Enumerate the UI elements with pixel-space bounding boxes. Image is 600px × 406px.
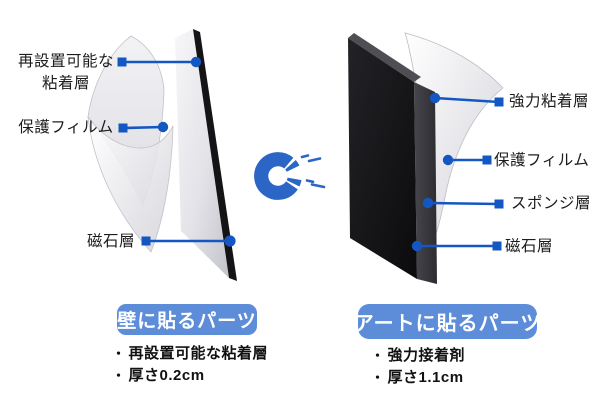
- right-slab-side-edge: [414, 82, 437, 284]
- right-slab-front-face: [348, 38, 417, 279]
- bullet-marker: ・: [371, 348, 385, 363]
- callout-label-left-magnet: 磁石層: [86, 233, 135, 250]
- bullet-marker: ・: [371, 370, 385, 385]
- callout-label-left-adhesive: 再設置可能な 粘着層: [6, 51, 126, 95]
- list-item: ・ 厚さ0.2cm: [112, 365, 268, 387]
- right-part-spec-list: ・ 強力接着剤 ・ 厚さ1.1cm: [371, 345, 465, 389]
- right-part-title-badge: アートに貼るパーツ: [354, 304, 540, 339]
- callout-line-right-magnet: [411, 240, 502, 252]
- callout-label-right-adhesive: 強力粘着層: [509, 93, 590, 110]
- horseshoe-magnet-icon: [254, 152, 326, 200]
- spec-text: 再設置可能な粘着層: [128, 345, 269, 362]
- right-slab-top-bevel: [348, 33, 421, 82]
- callout-label-line1: 再設置可能な: [17, 53, 114, 70]
- callout-label-line2: 粘着層: [41, 75, 90, 92]
- left-panel-magnet-edge: [193, 29, 237, 281]
- left-panel-face: [175, 29, 229, 278]
- callout-line-right-film: [442, 154, 492, 166]
- callout-line-right-sponge: [422, 197, 504, 209]
- callout-line-left-adhesive: [117, 56, 202, 68]
- bullet-marker: ・: [112, 346, 126, 361]
- callout-label-left-film: 保護フィルム: [18, 119, 114, 136]
- list-item: ・ 厚さ1.1cm: [371, 367, 465, 389]
- list-item: ・ 強力接着剤: [371, 345, 465, 367]
- left-part-title-badge: 壁に貼るパーツ: [117, 304, 257, 335]
- callout-line-left-magnet: [141, 235, 236, 247]
- callout-label-right-film: 保護フィルム: [494, 152, 590, 169]
- magnet-spark-dashes: [300, 154, 326, 189]
- left-part-spec-list: ・ 再設置可能な粘着層 ・ 厚さ0.2cm: [112, 343, 268, 387]
- callout-label-right-magnet: 磁石層: [505, 238, 554, 255]
- list-item: ・ 再設置可能な粘着層: [112, 343, 268, 365]
- spec-text: 強力接着剤: [387, 347, 466, 364]
- left-film-lower-curl: [87, 115, 174, 253]
- spec-text: 厚さ1.1cm: [387, 369, 464, 386]
- callout-label-right-sponge: スポンジ層: [511, 195, 592, 212]
- bullet-marker: ・: [112, 368, 126, 383]
- callout-line-left-film: [118, 121, 169, 133]
- callout-line-right-adhesive: [429, 92, 504, 107]
- spec-text: 厚さ0.2cm: [128, 367, 205, 384]
